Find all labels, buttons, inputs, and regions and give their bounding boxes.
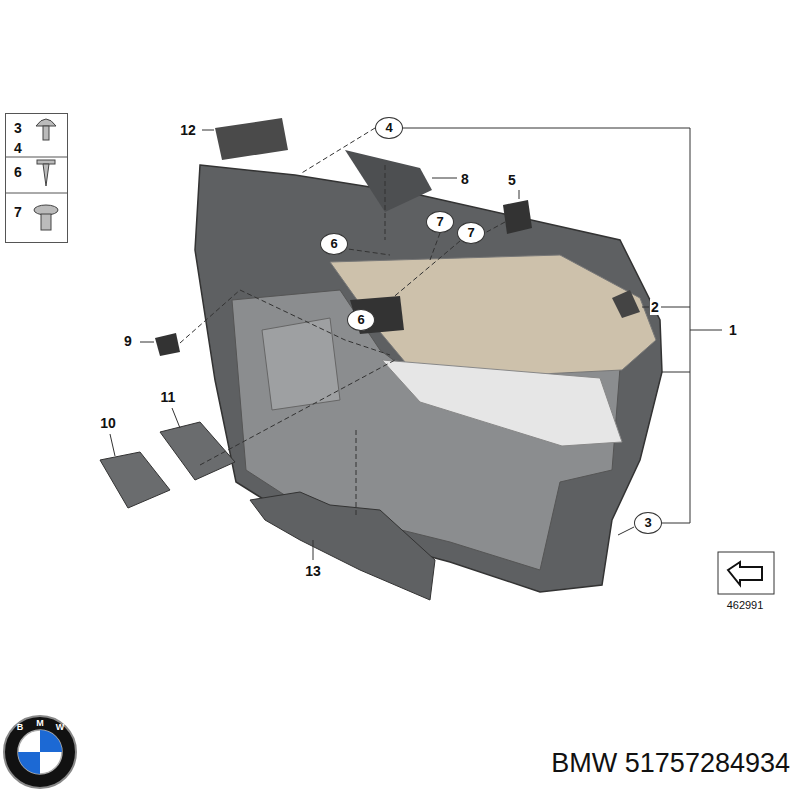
part-11 [160,422,235,480]
callout-number: 9 [123,333,133,349]
part-10 [100,452,170,508]
callout-number: 6 [321,234,347,253]
callout-number: 2 [650,299,660,315]
logo-letter: W [55,722,66,732]
fastener-icons [34,119,58,230]
callout-circle: 6 [347,309,375,331]
part-2 [612,290,640,318]
part-8 [345,150,432,212]
callout-circle: 4 [375,117,403,139]
armrest-strip [382,360,622,446]
logo-letter: B [16,722,25,732]
callout-number: 4 [376,118,402,137]
callout-number: 3 [14,120,22,136]
callout-number: 1 [728,322,738,338]
callout-circle: 7 [426,211,454,233]
callout-number: 6 [348,310,374,329]
callout-circle: 3 [634,512,662,534]
callout-number: 7 [14,204,22,220]
callout-number: 13 [304,563,322,579]
callout-number: 10 [99,415,117,431]
callout-circle: 7 [457,222,485,244]
fastener-table [6,157,68,193]
bmw-logo [4,716,76,788]
callout-number: 6 [14,164,22,180]
callout-number: 12 [179,122,197,138]
callout-number: 7 [458,223,484,242]
callout-number: 5 [507,172,517,188]
fastener-table: 3 4 6 7 [5,113,68,243]
callout-number: 8 [460,171,470,187]
callout-number: 4 [14,140,22,156]
part-number-caption: BMW 51757284934 [551,747,790,779]
callout-number: 11 [160,389,177,405]
logo-letter: M [35,718,45,728]
direction-icon [718,552,774,594]
part-9 [155,333,180,356]
figure-number: 462991 [726,597,765,613]
callout-number: 3 [635,513,661,532]
part-5 [503,200,532,234]
part-13 [250,492,435,600]
callout-number: 7 [427,212,453,231]
leader-lines [110,128,722,560]
part-12 [215,118,288,160]
armrest-beige [330,255,656,380]
door-panel [195,165,662,592]
callout-circle: 6 [320,233,348,255]
